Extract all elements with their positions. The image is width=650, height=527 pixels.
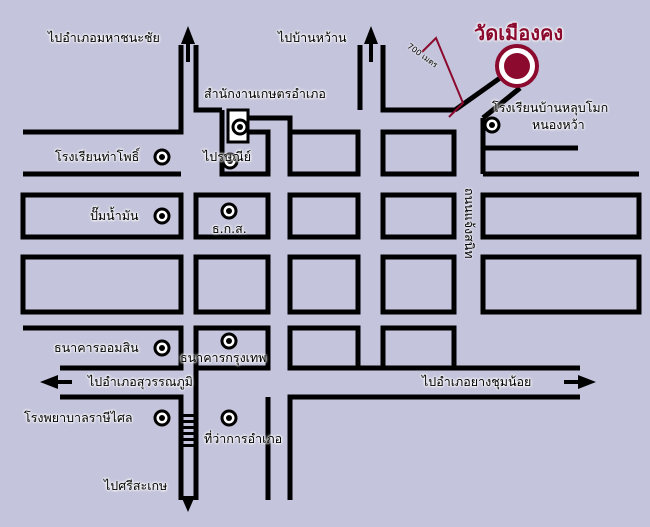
circle-dot-icon [220, 409, 238, 427]
temple-marker-icon [495, 44, 539, 88]
landmark-bangkok-bank: ธนาคารกรุงเทพ [180, 350, 267, 365]
arrow-icon [181, 26, 195, 44]
block [287, 254, 361, 315]
circle-dot-icon [153, 148, 171, 166]
direction-south: ไปศรีสะเกษ [104, 478, 168, 493]
block [287, 325, 361, 371]
block [193, 254, 271, 315]
block [380, 192, 457, 240]
landmark-school-nong-wa-line2: หนองหว้า [532, 117, 585, 132]
circle-dot-icon [153, 207, 171, 225]
block [380, 254, 457, 315]
block [20, 192, 184, 240]
block [480, 254, 642, 315]
block [20, 254, 184, 315]
arrow-icon [364, 26, 378, 44]
circle-dot-icon [220, 202, 238, 220]
circle-dot-icon [221, 152, 239, 170]
circle-dot-icon [153, 339, 171, 357]
landmark-agri-office: สำนักงานเกษตรอำเภอ [204, 86, 326, 101]
circle-dot-icon [231, 118, 249, 136]
landmark-gsb: ธนาคารออมสิน [54, 340, 139, 355]
landmark-hospital: โรงพยาบาลราษีไศล [24, 410, 133, 425]
arrow-shafts [58, 44, 578, 384]
circle-dot-icon [153, 409, 171, 427]
direction-north-left: ไปอำเภอมหาชนะชัย [48, 30, 160, 45]
landmark-district-office: ที่ว่าการอำเภอ [204, 431, 283, 446]
landmark-school-tha-pho: โรงเรียนท่าโพธิ์ [55, 149, 140, 164]
distance-bracket [421, 36, 465, 118]
block [287, 192, 361, 240]
direction-arrows [40, 26, 596, 512]
circle-dot-icon [483, 116, 501, 134]
direction-north-center: ไปบ้านหว้าน [278, 30, 347, 45]
direction-west: ไปอำเภอสุวรรณภูมิ [88, 374, 193, 389]
landmark-baac: ธ.ก.ส. [212, 221, 247, 236]
landmark-post-office: ไปรษณีย์ [203, 149, 252, 164]
block [193, 192, 271, 240]
block [380, 129, 457, 177]
direction-east: ไปอำเภอยางชุมน้อย [422, 374, 532, 389]
road-name-label: ถนนแจ้งสนิท [462, 188, 477, 259]
block [480, 192, 642, 240]
circle-dot-icon [220, 332, 238, 350]
landmark-dots [153, 116, 501, 427]
block [193, 325, 271, 371]
city-blocks [20, 129, 642, 371]
destination-label: วัดเมืองคง [474, 21, 564, 45]
landmark-gas-station: ปั๊มน้ำมัน [90, 208, 139, 223]
landmark-school-nong-wa: โรงเรียนบ้านหลุบโมก [492, 100, 609, 115]
arrow-icon [40, 375, 58, 389]
crosswalk-icon [182, 414, 195, 447]
arrow-icon [181, 496, 195, 512]
arrow-icon [578, 375, 596, 389]
block [287, 129, 361, 177]
block [380, 325, 457, 371]
